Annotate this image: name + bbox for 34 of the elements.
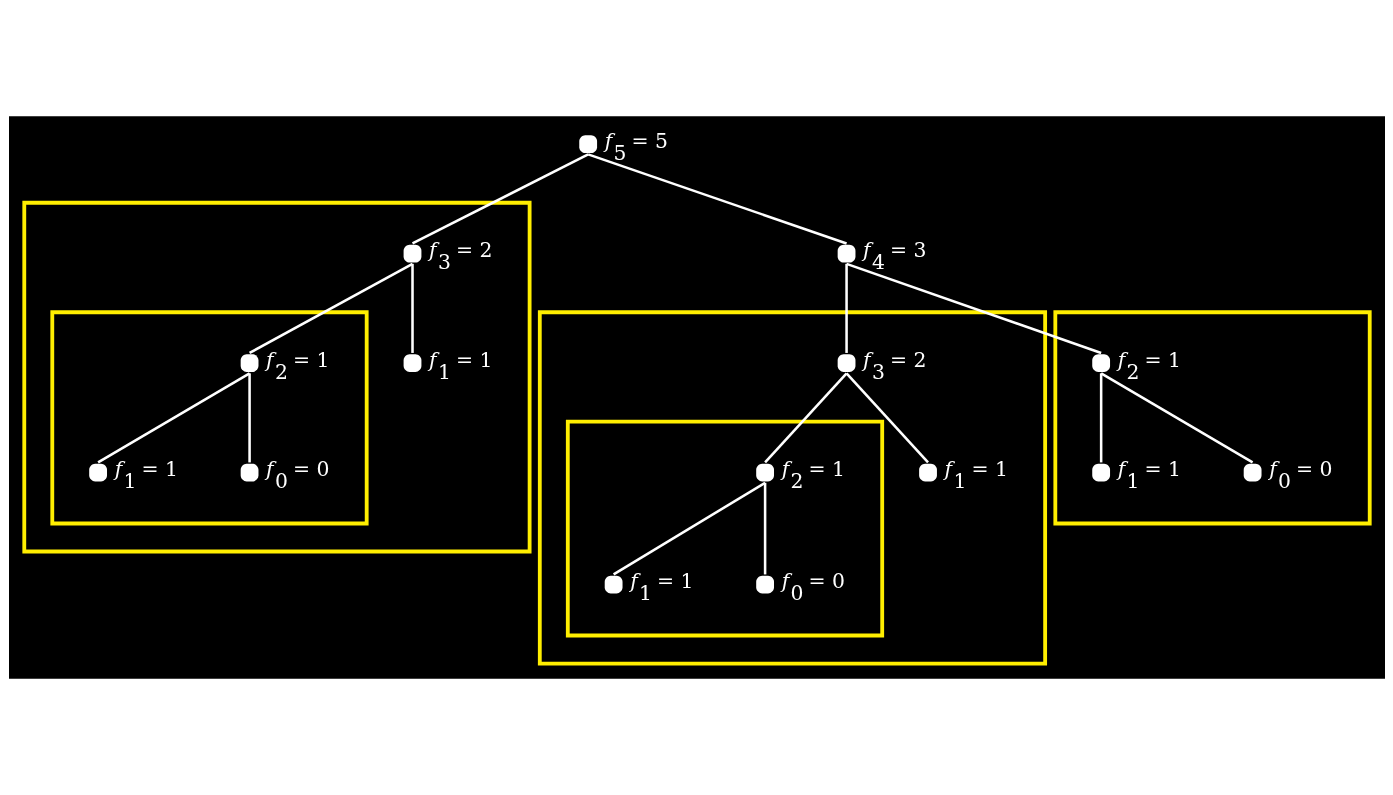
connector bbox=[587, 153, 847, 245]
node-circle bbox=[918, 463, 937, 482]
connector bbox=[247, 373, 251, 463]
node-circle bbox=[604, 575, 623, 594]
cluster bbox=[1052, 310, 1372, 526]
connector bbox=[96, 372, 250, 464]
connector bbox=[411, 153, 589, 245]
node-circle bbox=[1091, 354, 1110, 373]
connector bbox=[612, 481, 766, 576]
connector bbox=[763, 482, 766, 575]
node-circle bbox=[1243, 463, 1262, 482]
cluster bbox=[565, 419, 884, 638]
connector bbox=[763, 372, 847, 464]
node-circle bbox=[88, 463, 107, 482]
node-circle bbox=[755, 575, 774, 594]
cluster bbox=[49, 310, 369, 526]
node-circle bbox=[837, 354, 855, 373]
node-circle bbox=[403, 244, 421, 263]
node-circle bbox=[1091, 463, 1110, 482]
node-circle bbox=[578, 135, 597, 154]
node-circle bbox=[837, 244, 855, 263]
node-circle bbox=[755, 463, 774, 482]
cluster bbox=[537, 310, 1047, 666]
connector bbox=[410, 263, 414, 353]
connector bbox=[1099, 373, 1102, 463]
connector bbox=[844, 263, 848, 353]
connector bbox=[845, 372, 929, 464]
node-circle bbox=[240, 354, 258, 373]
cluster bbox=[21, 200, 531, 554]
connector bbox=[1100, 372, 1253, 464]
node-circle bbox=[240, 463, 258, 482]
node-circle bbox=[403, 354, 421, 373]
connector bbox=[248, 262, 413, 355]
connector bbox=[845, 262, 1102, 355]
